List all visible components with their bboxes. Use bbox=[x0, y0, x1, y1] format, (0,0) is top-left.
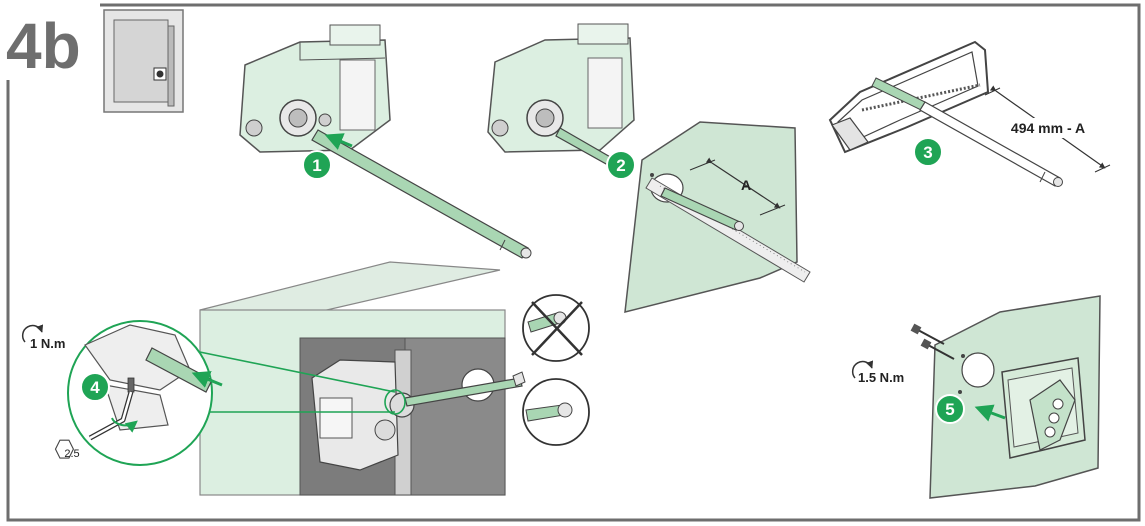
torque-step5-label: 1.5 N.m bbox=[858, 370, 904, 385]
svg-text:5: 5 bbox=[945, 400, 954, 419]
step-badge-2: 2 bbox=[606, 150, 636, 180]
incorrect-shaft-end-icon bbox=[522, 294, 590, 362]
dimension-a-label: A bbox=[741, 177, 751, 193]
svg-text:1: 1 bbox=[312, 156, 321, 175]
hex-size-label: 2.5 bbox=[64, 448, 79, 460]
shaft-step2 bbox=[660, 187, 744, 231]
cut-length-label: 494 mm - A bbox=[1011, 120, 1085, 136]
rotary-handle bbox=[1001, 357, 1086, 459]
svg-text:3: 3 bbox=[923, 143, 932, 162]
shaft-step3 bbox=[919, 101, 1063, 187]
shaft-step4 bbox=[404, 377, 523, 407]
hex-key-icon bbox=[88, 391, 138, 441]
svg-text:4: 4 bbox=[90, 378, 100, 397]
torque-step4-label: 1 N.m bbox=[30, 336, 65, 351]
screws-icon bbox=[910, 323, 955, 360]
switch-assembly-step1 bbox=[239, 24, 391, 153]
step-badge-4: 4 bbox=[80, 372, 110, 402]
enclosure-thumbnail bbox=[103, 9, 184, 113]
step-label: 4b bbox=[6, 10, 81, 82]
svg-text:2: 2 bbox=[616, 156, 625, 175]
zoom-connector bbox=[189, 349, 396, 413]
step-badge-5: 5 bbox=[935, 394, 965, 424]
switch-assembly-step2 bbox=[487, 23, 635, 153]
insert-arrow-step1 bbox=[324, 133, 353, 150]
shaft-step1 bbox=[311, 129, 532, 259]
step-badge-3: 3 bbox=[913, 137, 943, 167]
dimension-a: A bbox=[689, 157, 786, 216]
correct-shaft-end-icon bbox=[522, 378, 590, 446]
torque-step4: 1 N.m bbox=[21, 324, 65, 351]
shaft-end-detail bbox=[512, 371, 526, 387]
step-badge-1: 1 bbox=[302, 150, 332, 180]
hex-size-badge: 2.5 bbox=[54, 439, 80, 460]
dimension-cut-length: 494 mm - A bbox=[984, 85, 1111, 173]
outer-frame bbox=[6, 3, 1141, 522]
insert-arrow-step5 bbox=[974, 404, 1006, 422]
torque-step5: 1.5 N.m bbox=[851, 360, 904, 385]
